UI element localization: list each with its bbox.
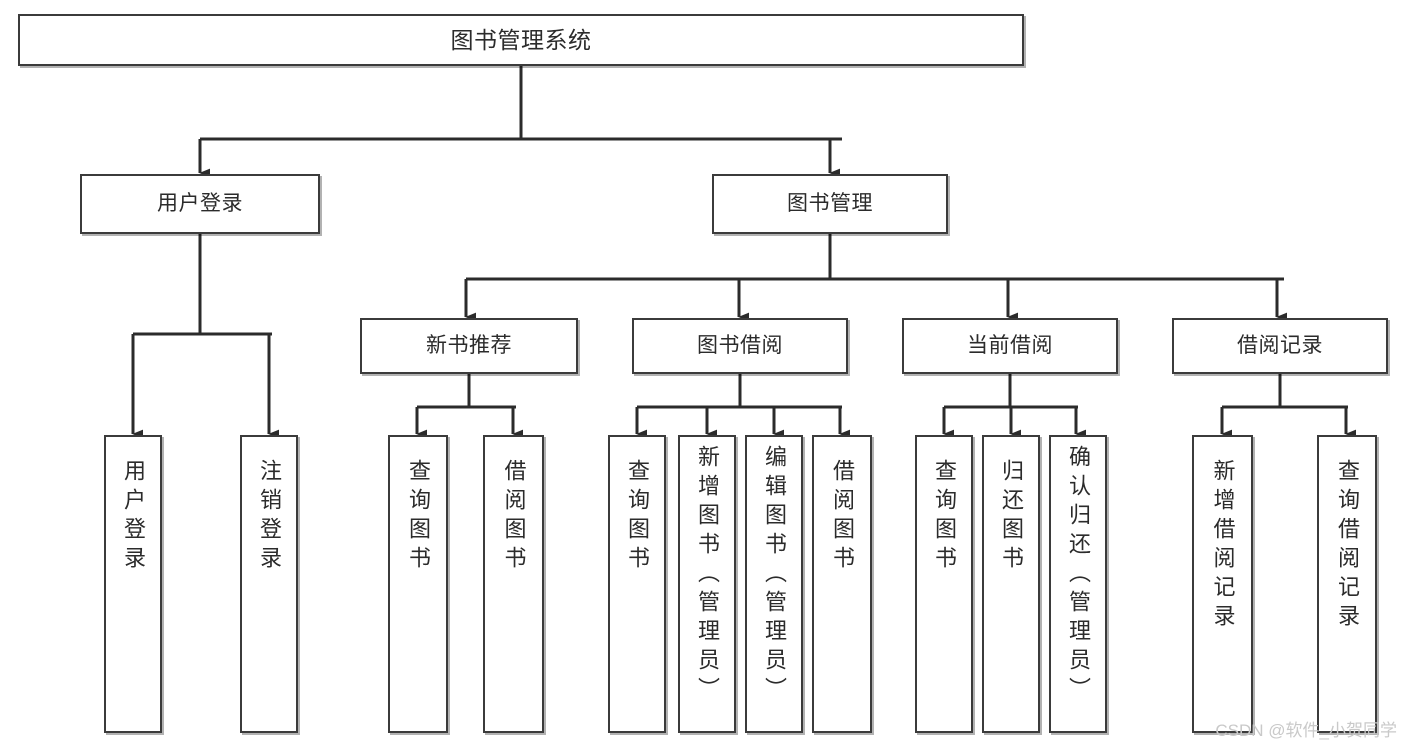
node-current-borrow[interactable]: 当前借阅 <box>902 318 1118 374</box>
node-leaf-edit-book-label: 编辑图书（管理员） <box>762 445 787 706</box>
node-new-book-recommend[interactable]: 新书推荐 <box>360 318 578 374</box>
node-leaf-confirm-return-label: 确认归还（管理员） <box>1066 445 1091 706</box>
node-leaf-return-book[interactable]: 归还图书 <box>982 435 1040 733</box>
watermark: CSDN @软件_小贺同学 <box>1215 721 1397 740</box>
node-leaf-user-login-label: 用户登录 <box>121 459 146 575</box>
node-user-login-label: 用户登录 <box>157 191 243 215</box>
node-borrow-record[interactable]: 借阅记录 <box>1172 318 1388 374</box>
node-leaf-query-book-2[interactable]: 查询图书 <box>608 435 666 733</box>
node-leaf-logout[interactable]: 注销登录 <box>240 435 298 733</box>
node-leaf-query-book-3[interactable]: 查询图书 <box>915 435 973 733</box>
node-leaf-return-book-label: 归还图书 <box>999 459 1024 575</box>
node-leaf-add-book-label: 新增图书（管理员） <box>695 445 720 706</box>
node-leaf-query-record[interactable]: 查询借阅记录 <box>1317 435 1377 733</box>
node-leaf-edit-book[interactable]: 编辑图书（管理员） <box>745 435 803 733</box>
node-leaf-add-record-label: 新增借阅记录 <box>1210 459 1236 633</box>
node-leaf-add-book[interactable]: 新增图书（管理员） <box>678 435 736 733</box>
node-current-borrow-label: 当前借阅 <box>967 333 1053 357</box>
node-book-borrow-label: 图书借阅 <box>697 333 783 357</box>
node-book-manage[interactable]: 图书管理 <box>712 174 948 234</box>
node-leaf-logout-label: 注销登录 <box>257 459 282 575</box>
node-book-borrow[interactable]: 图书借阅 <box>632 318 848 374</box>
node-leaf-borrow-book-1-label: 借阅图书 <box>501 459 527 575</box>
node-leaf-borrow-book-2-label: 借阅图书 <box>830 459 855 575</box>
node-leaf-query-book-2-label: 查询图书 <box>625 459 650 575</box>
node-leaf-confirm-return[interactable]: 确认归还（管理员） <box>1049 435 1107 733</box>
node-leaf-user-login[interactable]: 用户登录 <box>104 435 162 733</box>
node-leaf-query-book-3-label: 查询图书 <box>932 459 957 575</box>
node-book-manage-label: 图书管理 <box>787 191 873 215</box>
node-leaf-query-book-1[interactable]: 查询图书 <box>388 435 448 733</box>
node-leaf-add-record[interactable]: 新增借阅记录 <box>1192 435 1253 733</box>
node-leaf-query-record-label: 查询借阅记录 <box>1335 459 1360 633</box>
node-root[interactable]: 图书管理系统 <box>18 14 1024 66</box>
node-leaf-borrow-book-2[interactable]: 借阅图书 <box>812 435 872 733</box>
node-borrow-record-label: 借阅记录 <box>1237 333 1323 357</box>
node-leaf-query-book-1-label: 查询图书 <box>406 459 431 575</box>
node-user-login[interactable]: 用户登录 <box>80 174 320 234</box>
node-leaf-borrow-book-1[interactable]: 借阅图书 <box>483 435 544 733</box>
node-root-label: 图书管理系统 <box>450 26 592 53</box>
node-new-book-recommend-label: 新书推荐 <box>426 333 512 357</box>
